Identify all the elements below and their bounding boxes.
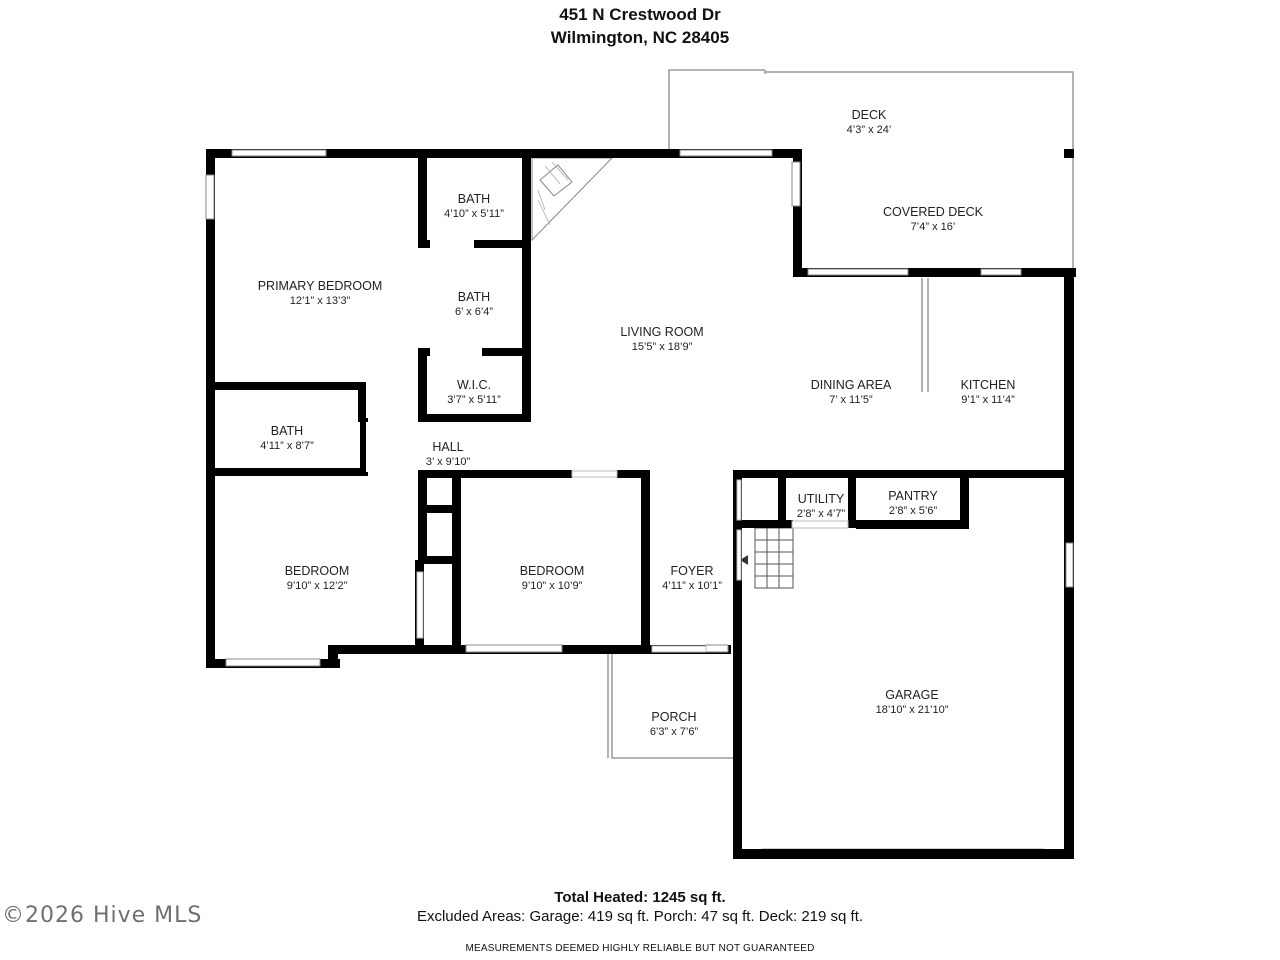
room-name-bath-3: BATH — [271, 424, 303, 438]
room-dims-hall: 3’ x 9’10” — [426, 456, 471, 468]
fireplace — [531, 157, 614, 242]
address-line-2: Wilmington, NC 28405 — [550, 28, 730, 47]
room-name-wic: W.I.C. — [457, 378, 491, 392]
room-dims-foyer: 4’11” x 10’1” — [662, 580, 722, 592]
room-dims-kitchen: 9’1” x 11’4” — [961, 394, 1015, 406]
room-name-deck: DECK — [852, 108, 887, 122]
room-name-living-room: LIVING ROOM — [620, 325, 703, 339]
excluded-areas: Excluded Areas: Garage: 419 sq ft. Porch… — [416, 908, 864, 925]
room-name-utility: UTILITY — [798, 492, 845, 506]
room-name-foyer: FOYER — [670, 564, 713, 578]
room-dims-deck: 4’3” x 24’ — [847, 124, 892, 136]
room-name-bedroom-1: BEDROOM — [285, 564, 350, 578]
room-name-bath-2: BATH — [458, 290, 490, 304]
room-dims-dining-area: 7’ x 11’5” — [829, 394, 873, 406]
room-name-bedroom-2: BEDROOM — [520, 564, 585, 578]
room-name-kitchen: KITCHEN — [961, 378, 1016, 392]
walls — [206, 149, 1076, 859]
room-name-dining-area: DINING AREA — [811, 378, 892, 392]
room-dims-utility: 2’8” x 4’7” — [797, 508, 846, 520]
room-name-bath-1: BATH — [458, 192, 490, 206]
room-name-garage: GARAGE — [885, 688, 939, 702]
room-dims-garage: 18’10” x 21’10” — [876, 704, 949, 716]
total-heated: Total Heated: 1245 sq ft. — [554, 889, 726, 906]
room-labels: DECK 4’3” x 24’ COVERED DECK 7’4” x 16’ … — [258, 108, 1016, 738]
windows — [205, 149, 1074, 667]
room-dims-porch: 6’3” x 7’6” — [650, 726, 699, 738]
room-name-pantry: PANTRY — [888, 489, 938, 503]
address-line-1: 451 N Crestwood Dr — [559, 5, 721, 24]
disclaimer: MEASUREMENTS DEEMED HIGHLY RELIABLE BUT … — [465, 943, 815, 954]
room-dims-pantry: 2’8” x 5’6” — [889, 505, 938, 517]
room-dims-wic: 3’7” x 5’11” — [447, 394, 501, 406]
room-name-porch: PORCH — [651, 710, 696, 724]
room-name-covered-deck: COVERED DECK — [883, 205, 984, 219]
room-name-hall: HALL — [432, 440, 463, 454]
stairs — [740, 527, 794, 589]
room-dims-primary-bedroom: 12’1” x 13’3” — [290, 295, 351, 307]
room-dims-bath-1: 4’10” x 5’11” — [444, 208, 504, 220]
room-dims-bedroom-2: 9’10” x 10’9” — [522, 580, 583, 592]
room-dims-bath-3: 4’11” x 8’7” — [260, 440, 314, 452]
room-dims-living-room: 15’5” x 18’9” — [632, 341, 693, 353]
room-dims-covered-deck: 7’4” x 16’ — [911, 221, 956, 233]
room-dims-bath-2: 6’ x 6’4” — [455, 306, 493, 318]
room-name-primary-bedroom: PRIMARY BEDROOM — [258, 279, 383, 293]
room-dims-bedroom-1: 9’10” x 12’2” — [287, 580, 348, 592]
watermark: ©2026 Hive MLS — [2, 903, 203, 928]
